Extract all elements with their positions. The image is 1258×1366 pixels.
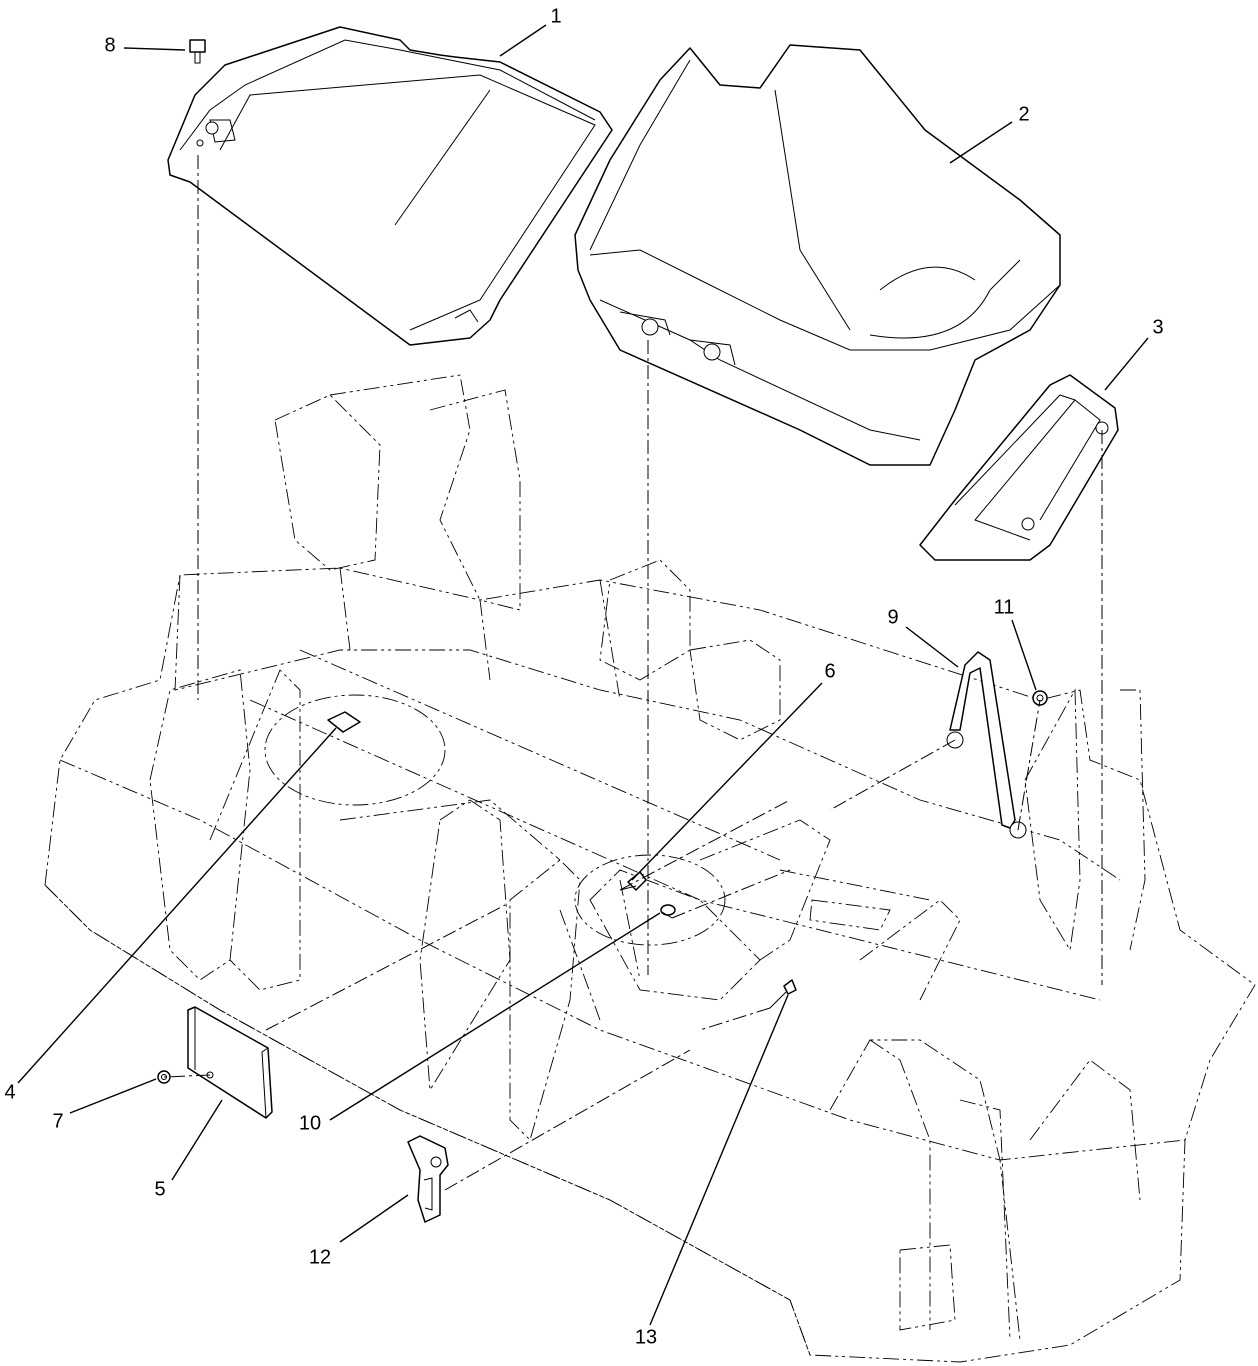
frame-assembly	[44, 374, 1256, 1363]
part-4-clip	[327, 711, 361, 733]
callout-2: 2	[1018, 103, 1029, 125]
callout-6: 6	[824, 660, 835, 682]
part-2-hood	[574, 44, 1061, 466]
part-10-pin	[660, 904, 676, 919]
callout-1: 1	[550, 5, 561, 27]
part-13-bolt	[769, 979, 797, 1009]
alignment-lines	[163, 155, 1103, 1191]
callout-10: 10	[299, 1112, 321, 1134]
callout-12: 12	[309, 1246, 331, 1268]
part-3-side-panel	[919, 374, 1119, 561]
part-1-rear-cover	[167, 26, 613, 346]
leader-lines	[17, 24, 1149, 1326]
part-9-cable	[946, 651, 1027, 839]
part-7-nut	[157, 1070, 171, 1084]
part-12-latch	[407, 1135, 449, 1223]
part-11-nut	[1032, 690, 1048, 706]
callout-7: 7	[52, 1110, 63, 1132]
callout-4: 4	[4, 1081, 15, 1103]
part-8-bolt	[189, 39, 206, 64]
part-5-plate	[187, 1006, 273, 1119]
callout-9: 9	[887, 606, 898, 628]
callout-11: 11	[994, 596, 1015, 618]
callout-3: 3	[1152, 316, 1163, 338]
callout-5: 5	[154, 1178, 165, 1200]
callout-labels: 1 2 3 4 5 6 7 8 9 10 11 12 13	[4, 5, 1163, 1348]
callout-8: 8	[104, 34, 115, 56]
callout-13: 13	[635, 1326, 657, 1348]
